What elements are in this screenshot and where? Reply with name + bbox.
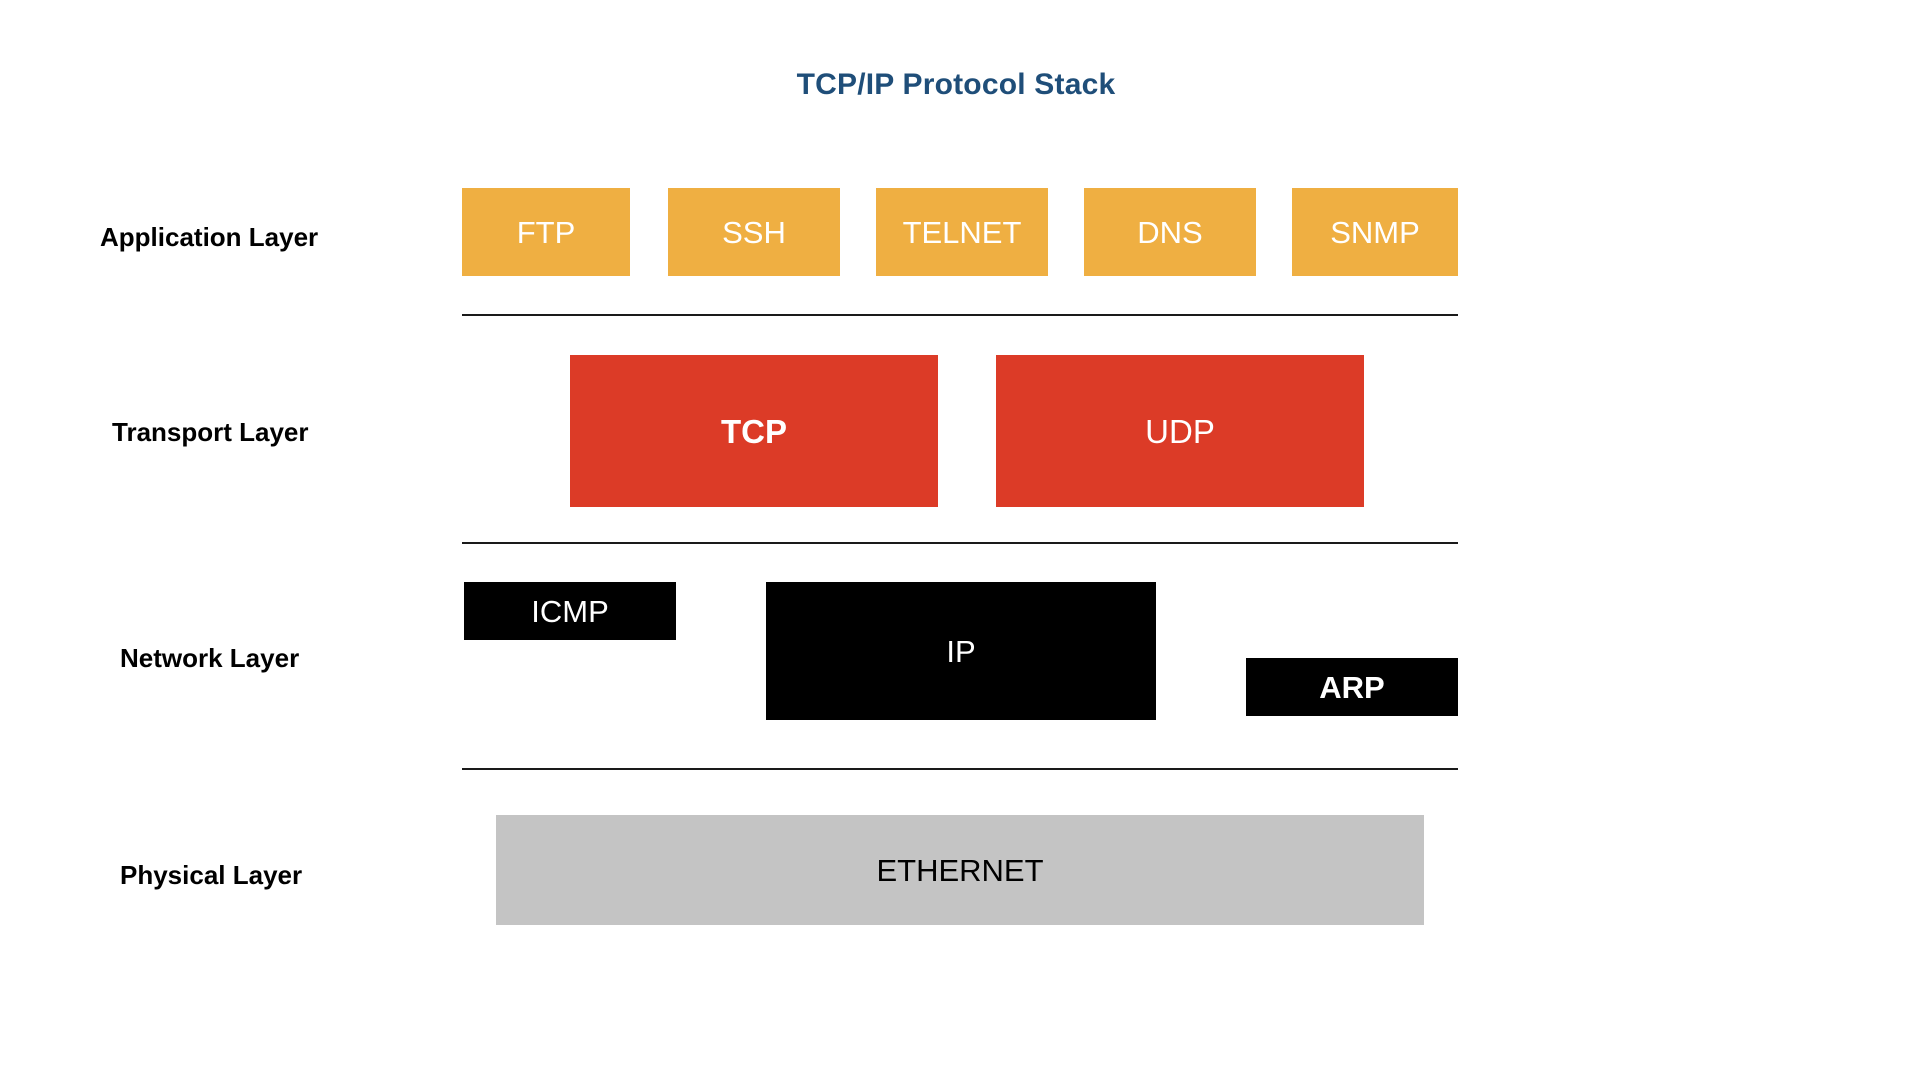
protocol-label-arp: ARP: [1319, 669, 1385, 705]
divider-network-physical: [462, 768, 1458, 770]
protocol-label-ftp: FTP: [516, 214, 576, 250]
protocol-box-ssh[interactable]: SSH: [668, 188, 840, 276]
protocol-label-udp: UDP: [1145, 412, 1215, 450]
protocol-label-ethernet: ETHERNET: [876, 852, 1044, 888]
protocol-label-telnet: TELNET: [902, 214, 1022, 250]
protocol-label-ip: IP: [946, 633, 976, 669]
protocol-box-tcp[interactable]: TCP: [570, 355, 938, 507]
protocol-box-telnet[interactable]: TELNET: [876, 188, 1048, 276]
divider-application-transport: [462, 314, 1458, 316]
protocol-label-icmp: ICMP: [531, 593, 609, 629]
layer-label-application: Application Layer: [100, 222, 319, 252]
layer-label-transport: Transport Layer: [112, 417, 309, 447]
protocol-label-ssh: SSH: [722, 214, 786, 250]
protocol-box-dns[interactable]: DNS: [1084, 188, 1256, 276]
divider-transport-network: [462, 542, 1458, 544]
protocol-box-arp[interactable]: ARP: [1246, 658, 1458, 716]
protocol-label-snmp: SNMP: [1330, 214, 1420, 250]
protocol-label-dns: DNS: [1137, 214, 1203, 250]
protocol-box-udp[interactable]: UDP: [996, 355, 1364, 507]
protocol-box-snmp[interactable]: SNMP: [1292, 188, 1458, 276]
protocol-box-icmp[interactable]: ICMP: [464, 582, 676, 640]
protocol-box-ftp[interactable]: FTP: [462, 188, 630, 276]
page-title: TCP/IP Protocol Stack: [796, 68, 1116, 101]
protocol-box-ethernet[interactable]: ETHERNET: [496, 815, 1424, 925]
layer-label-network: Network Layer: [120, 643, 300, 673]
protocol-box-ip[interactable]: IP: [766, 582, 1156, 720]
protocol-label-tcp: TCP: [721, 412, 787, 450]
layer-label-physical: Physical Layer: [120, 860, 303, 890]
